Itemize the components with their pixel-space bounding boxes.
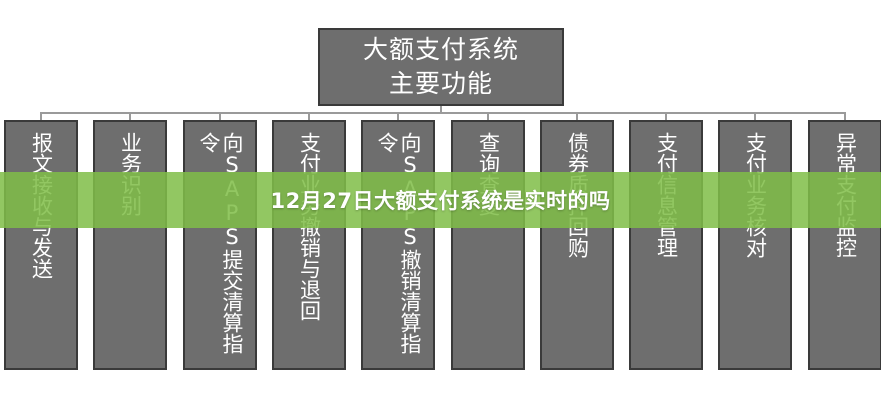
title-banner: 12月27日大额支付系统是实时的吗 bbox=[0, 172, 881, 228]
banner-title: 12月27日大额支付系统是实时的吗 bbox=[270, 189, 611, 213]
connector-drop bbox=[397, 112, 399, 121]
child-node-label: 向SAPS提交清算指令 bbox=[197, 132, 244, 354]
child-node-label: 向SAPS撤销清算指令 bbox=[375, 132, 422, 354]
child-node-label: 报文接收与发送 bbox=[30, 132, 54, 368]
child-node: 报文接收与发送 bbox=[4, 120, 78, 370]
child-node: 支付业务撤销与退回 bbox=[272, 120, 346, 370]
child-node-label: 支付业务核对 bbox=[744, 132, 768, 368]
child-node-label: 业务识别 bbox=[119, 132, 143, 368]
child-node: 查询查复 bbox=[451, 120, 525, 370]
connector-bar bbox=[40, 112, 846, 114]
root-label-line-1: 大额支付系统 bbox=[362, 35, 519, 64]
child-node: 支付信息管理 bbox=[629, 120, 703, 370]
connector-drop bbox=[487, 112, 489, 121]
connector-drop bbox=[576, 112, 578, 121]
child-node: 支付业务核对 bbox=[718, 120, 792, 370]
connector-drop bbox=[754, 112, 756, 121]
child-node-label: 债券质押回购 bbox=[566, 132, 590, 368]
child-node-label: 支付信息管理 bbox=[655, 132, 679, 368]
connector-drop bbox=[219, 112, 221, 121]
connector-drop bbox=[40, 112, 42, 121]
child-node: 向SAPS提交清算指令 bbox=[183, 120, 257, 370]
root-label-line-2: 主要功能 bbox=[388, 69, 493, 98]
child-node: 业务识别 bbox=[93, 120, 167, 370]
connector-drop bbox=[308, 112, 310, 121]
root-node: 大额支付系统 主要功能 bbox=[318, 28, 564, 106]
child-node: 异常支付监控 bbox=[808, 120, 881, 370]
child-node-label: 支付业务撤销与退回 bbox=[298, 132, 322, 368]
connector-drop bbox=[665, 112, 667, 121]
connector-trunk bbox=[440, 106, 442, 113]
connector-drop bbox=[129, 112, 131, 121]
child-node: 债券质押回购 bbox=[540, 120, 614, 370]
child-node-label: 查询查复 bbox=[477, 132, 501, 368]
child-node: 向SAPS撤销清算指令 bbox=[361, 120, 435, 370]
connector-drop bbox=[844, 112, 846, 121]
child-node-label: 异常支付监控 bbox=[834, 132, 858, 368]
